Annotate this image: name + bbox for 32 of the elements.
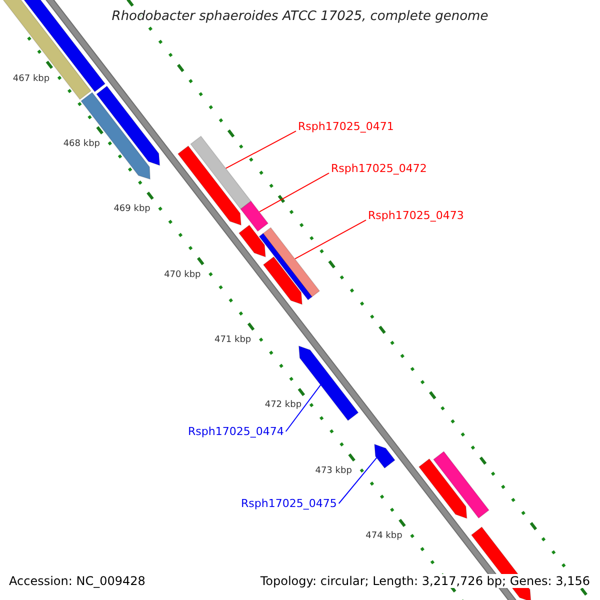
scale-label: 471 kbp bbox=[214, 335, 252, 346]
footer-text: Topology: circular; Length: 3,217,726 bp; Genes: 3,156 bbox=[260, 574, 590, 588]
gene-block bbox=[177, 145, 242, 226]
scale-label: 467 kbp bbox=[12, 74, 50, 84]
leader-line bbox=[225, 130, 296, 169]
gene-block bbox=[262, 256, 303, 305]
gene-block bbox=[374, 444, 396, 469]
footer-text: Accession: NC_009428 bbox=[9, 574, 146, 588]
leader-line bbox=[258, 172, 330, 212]
gene-label: Rsph17025_0473 bbox=[368, 209, 464, 222]
gene-block bbox=[418, 458, 468, 519]
gene-block bbox=[240, 200, 269, 232]
gene-label: Rsph17025_0471 bbox=[298, 120, 394, 133]
gene-block bbox=[432, 450, 490, 519]
leader-line bbox=[338, 456, 378, 504]
scale-label: 474 kbp bbox=[366, 531, 402, 542]
scale-label: 470 kbp bbox=[164, 270, 201, 280]
gene-block bbox=[258, 232, 313, 300]
gene-block bbox=[238, 224, 266, 258]
gene-label: Rsph17025_0475 bbox=[241, 497, 337, 510]
scale-label: 469 kbp bbox=[114, 204, 150, 214]
gene-block bbox=[190, 136, 252, 210]
gene-label: Rsph17025_0472 bbox=[331, 162, 427, 175]
scale-label: 472 kbp bbox=[264, 400, 302, 410]
title: Rhodobacter sphaeroides ATCC 17025, complete genome bbox=[112, 9, 488, 24]
leader-line bbox=[285, 384, 322, 432]
leader-line bbox=[294, 220, 366, 260]
scale-label: 468 kbp bbox=[63, 139, 100, 150]
gene-label: Rsph17025_0474 bbox=[188, 425, 284, 438]
gene-block bbox=[80, 92, 151, 180]
scale-label: 473 kbp bbox=[315, 466, 352, 476]
gene-block bbox=[0, 0, 92, 100]
